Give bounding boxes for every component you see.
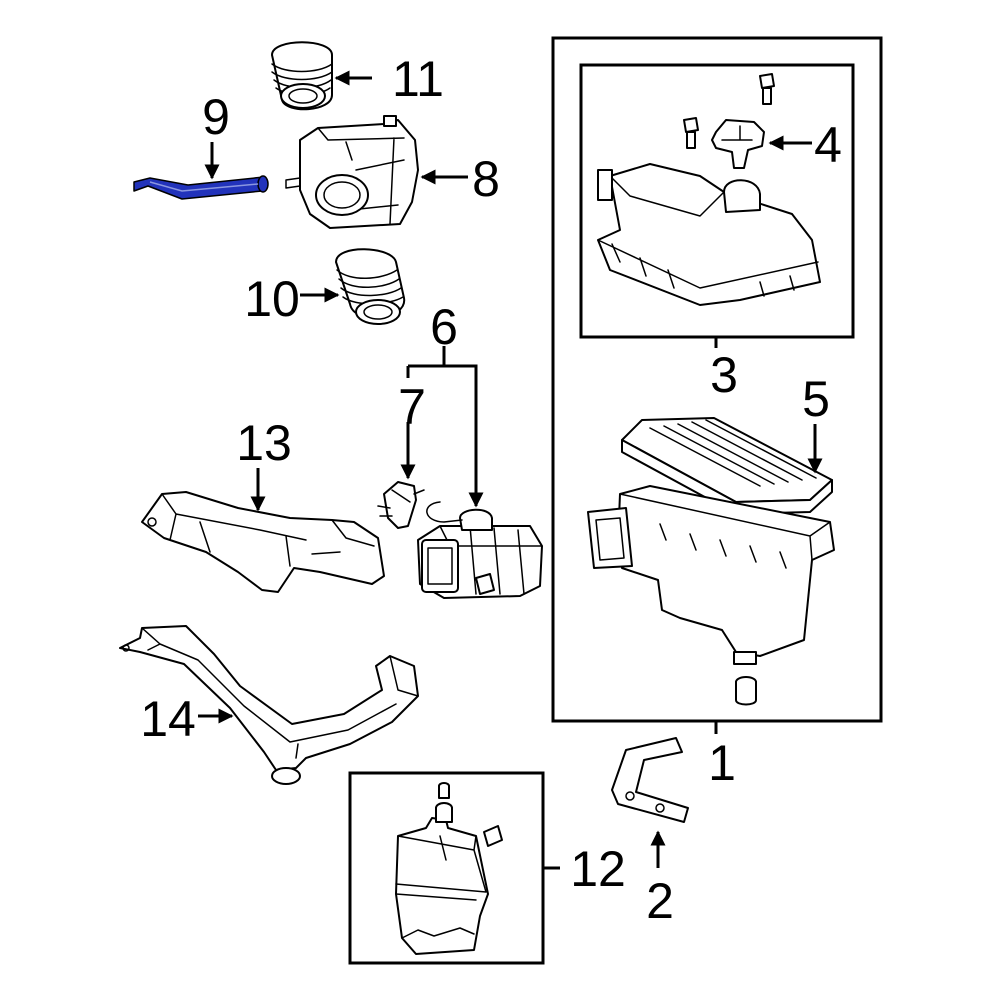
callout-2: 2 [646,873,674,929]
part-11-hose-upper[interactable] [271,41,333,111]
callout-6: 6 [430,299,458,355]
callout-7: 7 [398,379,426,435]
callout-12: 12 [570,841,626,897]
part-5-filter-element[interactable] [621,417,833,515]
callout-10: 10 [244,271,300,327]
callout-14: 14 [140,691,196,747]
grommet [735,676,757,706]
leader-6 [408,364,484,508]
part-10-hose-lower[interactable] [335,248,406,325]
callout-11: 11 [392,51,444,107]
callout-5: 5 [802,371,830,427]
part-6-resonator-valve[interactable] [417,501,543,599]
part-4-airflow-sensor[interactable] [711,119,765,169]
part-12-resonator-box[interactable] [395,782,503,955]
part-9-intake-pipe[interactable] [133,175,269,200]
sensor-bolt [683,117,699,149]
callout-8: 8 [472,151,500,207]
part-14-long-duct[interactable] [119,625,419,785]
part-2-bracket[interactable] [611,737,689,823]
part-3-cleaner-cap[interactable] [597,163,821,306]
callout-1: 1 [708,735,736,791]
part-7-vsv-valve[interactable] [377,481,425,529]
part-8-air-duct-housing[interactable] [285,115,419,229]
callout-3: 3 [710,347,738,403]
part-13-intake-duct[interactable] [141,491,385,593]
cap-bolt [759,73,775,105]
part-1-air-cleaner-case[interactable] [587,485,835,665]
callout-13: 13 [236,415,292,471]
callout-4: 4 [814,117,842,173]
callout-9: 9 [202,89,230,145]
